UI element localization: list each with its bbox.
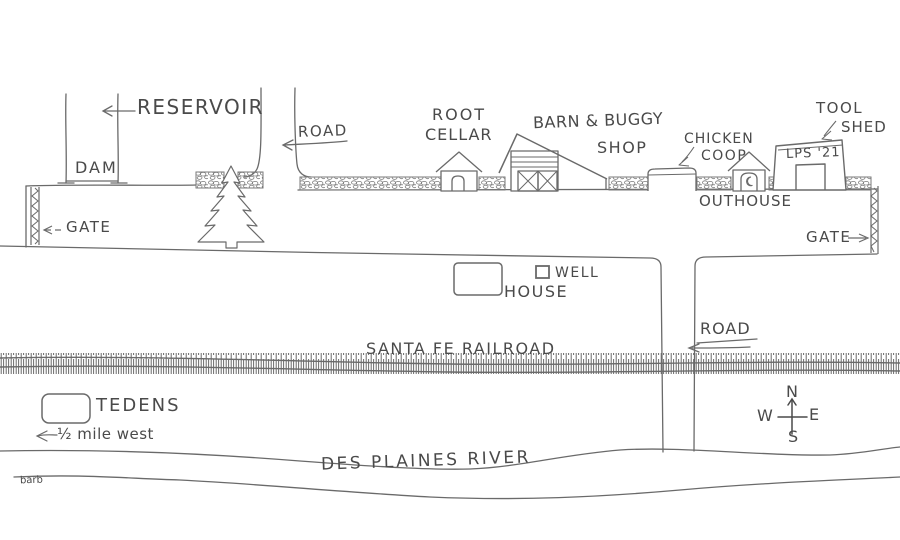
chicken-coop-building bbox=[647, 167, 697, 191]
gate-west-label: GATE bbox=[66, 218, 112, 236]
tedens-distance-label: ½ mile west bbox=[57, 425, 154, 443]
tedens-label: TEDENS bbox=[96, 395, 181, 416]
reservoir-label: RESERVOIR bbox=[137, 95, 265, 119]
barn-label-line1: BARN & BUGGY bbox=[532, 108, 664, 133]
house-label: HOUSE bbox=[504, 282, 569, 301]
compass-cross bbox=[777, 397, 808, 435]
outhouse-label: OUTHOUSE bbox=[699, 192, 793, 210]
river-lines bbox=[0, 446, 900, 500]
compass-north-label: N bbox=[786, 382, 800, 401]
barn-building bbox=[498, 133, 608, 192]
tool-shed-building bbox=[678, 120, 847, 191]
road-south-label: ROAD bbox=[700, 319, 751, 338]
barn-label-line2: SHOP bbox=[597, 138, 648, 157]
well-outline bbox=[535, 265, 550, 279]
compass-east-label: E bbox=[809, 405, 821, 424]
house-outline bbox=[453, 262, 503, 296]
north-road-line bbox=[281, 87, 348, 178]
west-gate-bar bbox=[30, 187, 64, 245]
outhouse-building bbox=[727, 151, 771, 192]
compass-west-label: W bbox=[757, 406, 775, 425]
root-cellar-label-line2: CELLAR bbox=[425, 125, 493, 144]
road-north-label: ROAD bbox=[297, 121, 349, 141]
tool-shed-label-line1: TOOL bbox=[816, 99, 864, 117]
pine-tree bbox=[197, 165, 265, 249]
compass-south-label: S bbox=[788, 427, 800, 446]
east-gate-bar bbox=[848, 186, 879, 254]
chicken-coop-label-line1: CHICKEN bbox=[684, 131, 754, 147]
root-cellar-building bbox=[435, 151, 483, 192]
gate-east-label: GATE bbox=[806, 228, 852, 246]
dam-structure bbox=[57, 93, 128, 184]
railroad-label: SANTA FE RAILROAD bbox=[366, 339, 556, 358]
root-cellar-label-line1: ROOT bbox=[432, 105, 487, 124]
railroad-track bbox=[0, 353, 900, 374]
tool-shed-inscription: LPS '21 bbox=[785, 145, 841, 162]
dam-label: DAM bbox=[75, 158, 118, 177]
tedens-outline bbox=[35, 393, 91, 442]
tool-shed-label-line2: SHED bbox=[841, 118, 887, 136]
artist-signature: barb bbox=[19, 474, 44, 487]
chicken-coop-label-line2: COOP bbox=[701, 148, 748, 164]
south-road-lines bbox=[0, 245, 878, 453]
well-label: WELL bbox=[555, 265, 600, 281]
